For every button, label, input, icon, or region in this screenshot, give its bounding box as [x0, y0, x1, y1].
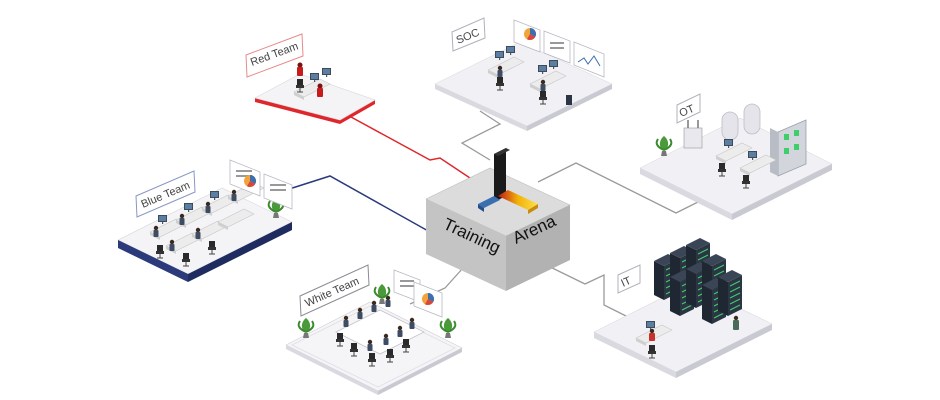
blue-team-analyst — [205, 201, 211, 213]
white-team-member — [397, 325, 403, 337]
blue-team-analyst — [231, 189, 237, 201]
it-platform-side — [676, 324, 772, 378]
ot-label: OT — [678, 103, 697, 120]
zone-it: IT — [593, 237, 773, 378]
blue-team-analyst — [179, 213, 185, 225]
connectors — [282, 110, 709, 319]
soc-pie-chart — [524, 27, 537, 41]
red-team-label-box: Red Team — [245, 33, 304, 78]
white-team-member — [409, 317, 415, 329]
white-team-member — [371, 300, 377, 312]
hub-right-face — [506, 205, 570, 291]
it-label: IT — [619, 275, 633, 290]
white-team-platform-border — [291, 305, 456, 388]
blue-team-platform-side — [118, 240, 188, 282]
ot-tanks — [721, 103, 761, 141]
soc-wall-screens — [513, 19, 605, 78]
ot-pipe-rig — [683, 120, 703, 149]
zone-soc: SOC — [434, 17, 613, 131]
white-team-pie-chart — [422, 293, 435, 306]
blue-team-analyst — [195, 227, 201, 239]
white-team-plant — [439, 317, 457, 339]
soc-tower — [566, 95, 572, 105]
it-label-box: IT — [617, 264, 641, 294]
soc-analyst — [540, 79, 546, 91]
blue-team-pie-chart — [244, 175, 257, 188]
red-team-platform — [254, 73, 376, 121]
soc-label-box: SOC — [451, 17, 486, 52]
connector-ot — [537, 162, 709, 214]
connector-soc — [460, 110, 502, 161]
blue-team-analyst — [169, 239, 175, 251]
ot-platform-side — [640, 168, 732, 220]
white-team-conference-table — [335, 309, 425, 355]
it-platform-side — [594, 332, 676, 378]
soc-analyst — [497, 65, 503, 77]
white-team-platform-side — [286, 345, 378, 395]
connector-it — [539, 261, 631, 319]
red-team-operator — [297, 62, 323, 97]
ot-label-box: OT — [676, 93, 701, 124]
ot-plant — [655, 135, 673, 157]
white-team-member — [357, 307, 363, 319]
connector-blue-team — [282, 175, 431, 233]
blue-team-platform-side — [188, 222, 292, 282]
ot-control-cabinet — [770, 119, 807, 177]
red-team-platform-side — [255, 98, 375, 124]
zone-blue-team: Blue Team — [117, 159, 293, 282]
zone-ot: OT — [639, 93, 833, 220]
it-technician — [733, 315, 739, 330]
blue-team-wall-screens — [229, 159, 293, 210]
zone-white-team: White Team — [285, 264, 463, 395]
ot-platform-side — [732, 164, 832, 220]
training-arena-logo — [478, 148, 538, 214]
white-team-member — [367, 339, 373, 351]
red-team-monitor — [322, 68, 331, 77]
connector-red-team — [339, 110, 477, 183]
white-team-member — [383, 333, 389, 345]
blue-team-analyst — [153, 225, 159, 237]
it-server-rack — [717, 269, 743, 317]
white-team-wall-screens — [393, 269, 443, 318]
white-team-member — [343, 315, 349, 327]
hub-left-face — [426, 199, 506, 291]
it-operator — [649, 328, 655, 341]
white-team-platform-side — [378, 348, 462, 395]
soc-platform-side — [527, 84, 612, 131]
zone-red-team: Red Team — [245, 33, 376, 124]
soc-platform-side — [435, 84, 527, 131]
training-arena-hub: Training Arena — [425, 148, 571, 291]
white-team-member — [385, 295, 391, 307]
